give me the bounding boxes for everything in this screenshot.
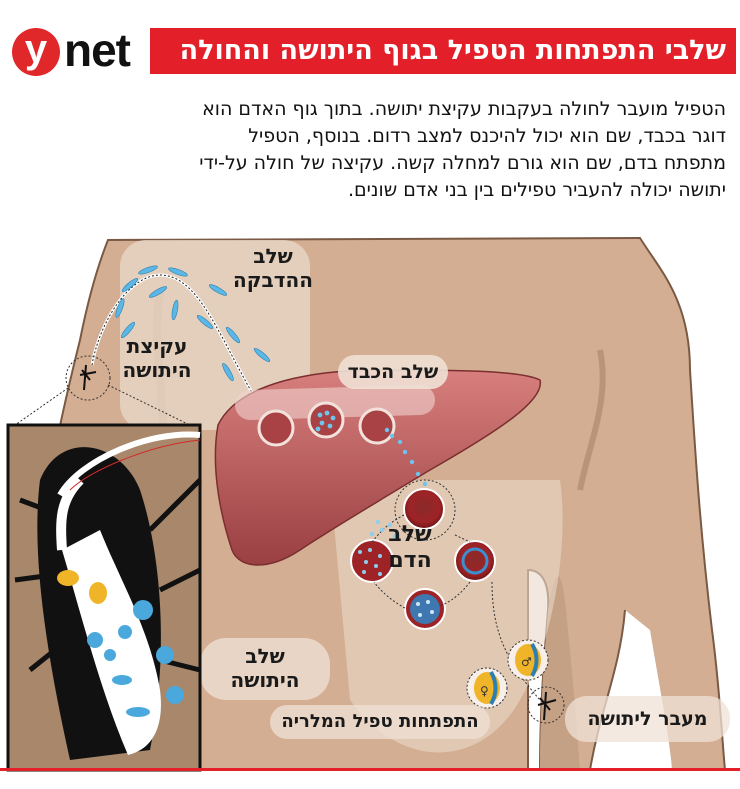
label-line: היתושה bbox=[122, 358, 192, 382]
transfer-to-mosquito-label: מעבר ליתושה bbox=[587, 708, 708, 730]
body-illustration: ♂ ♀ bbox=[6, 236, 730, 772]
ynet-logo[interactable]: y net bbox=[10, 24, 140, 76]
intro-line: דוגר בכבד, שם הוא יכול להיכנס למצב רדום.… bbox=[248, 125, 726, 147]
label-line: ההדבקה bbox=[233, 268, 313, 292]
female-symbol: ♀ bbox=[480, 684, 489, 698]
label-line: שלב bbox=[388, 522, 432, 547]
label-line: שלב bbox=[253, 244, 293, 268]
label-line: עקיצת bbox=[126, 334, 188, 358]
intro-line: מתפתח בדם, שם הוא גורם למחלה קשה. עקיצה … bbox=[199, 152, 726, 174]
blood-stage-label: שלב הדם bbox=[380, 522, 440, 574]
malaria-lifecycle-illustration: ♂ ♀ שלב ההדבקה עקיצת היתושה bbox=[0, 230, 740, 775]
intro-line: יתושה יכולה להעביר טפילים בין בני אדם שו… bbox=[348, 179, 726, 201]
label-line: היתושה bbox=[230, 668, 300, 692]
header: y net שלבי התפתחות הטפיל בגוף היתושה והח… bbox=[0, 24, 740, 78]
mosquito-stage-label: שלב היתושה bbox=[215, 644, 315, 692]
label-line: שלב bbox=[245, 644, 285, 668]
male-symbol: ♂ bbox=[521, 655, 532, 669]
intro-paragraph: הטפיל מועבר לחולה בעקבות עקיצת יתושה. בת… bbox=[186, 96, 726, 204]
intro-line: הטפיל מועבר לחולה בעקבות עקיצת יתושה. בת… bbox=[202, 98, 726, 120]
liver-stage-label: שלב הכבד bbox=[347, 361, 439, 383]
infection-stage-label: שלב ההדבקה bbox=[228, 244, 318, 292]
label-line: הדם bbox=[388, 548, 432, 573]
page-title: שלבי התפתחות הטפיל בגוף היתושה והחולה bbox=[150, 28, 736, 74]
parasite-development-label: התפתחות טפיל המלריה bbox=[281, 711, 479, 732]
mosquito-bite-label: עקיצת היתושה bbox=[112, 334, 202, 382]
logo-text: net bbox=[64, 24, 131, 76]
logo-mark: y bbox=[12, 28, 60, 76]
bottom-divider bbox=[0, 768, 740, 771]
